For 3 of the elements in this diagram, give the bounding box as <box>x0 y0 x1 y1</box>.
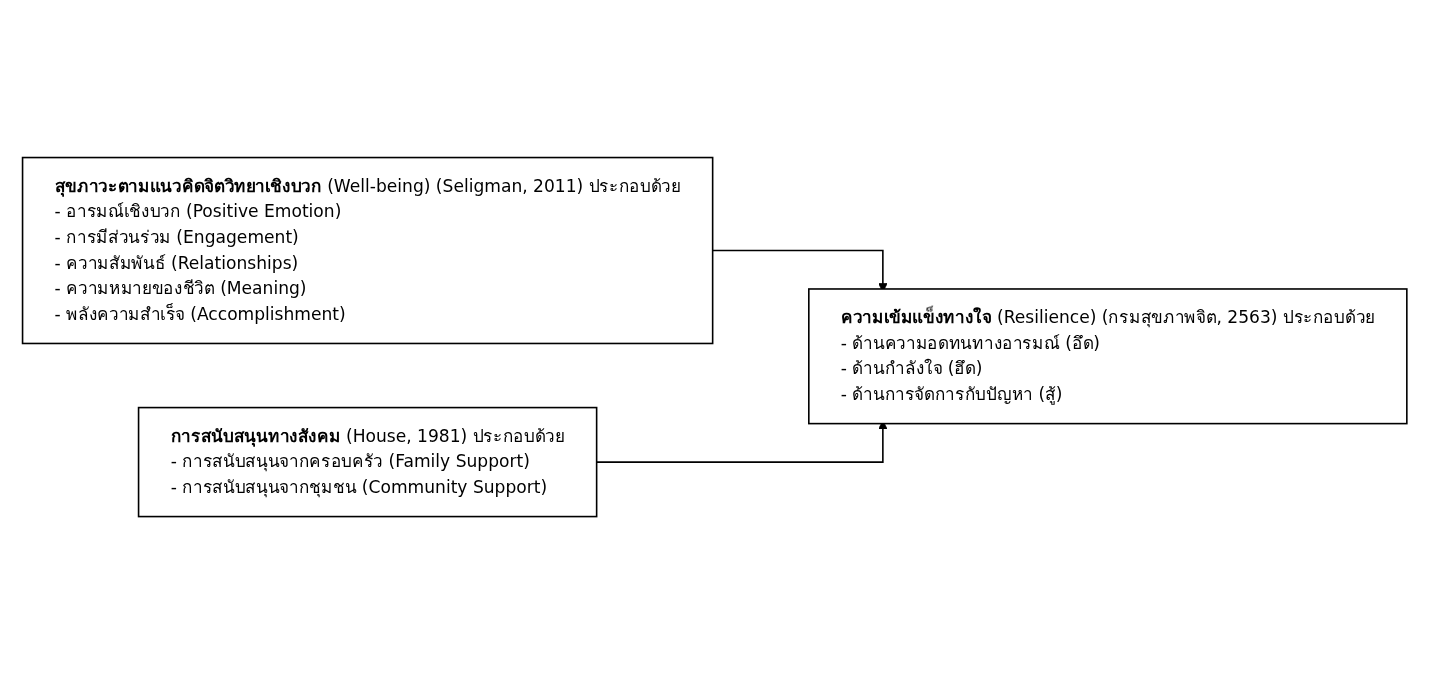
node-box: การสนับสนุนทางสังคม (House, 1981) ประกอบด้วย - การสนับสนุนจากครอบครัว (Family Support) - การสนับสนุนจากชุมชน (Community Support) <box>138 407 598 518</box>
node-box: สุขภาวะตามแนวคิดจิตวิทยาเชิงบวก (Well-being) (Seligman, 2011) ประกอบด้วย - อารมณ์เชิงบวก (Positive Emotion) - การมีส่วนร่วม (Engagement) - ความสัมพันธ์ (Relationships) - ความหมายของชีวิต (Meaning) - พลังความสำเร็จ (Accomplishment) <box>22 157 714 345</box>
node-box: ความเข้มแข็งทางใจ (Resilience) (กรมสุขภาพจิต, 2563) ประกอบด้วย - ด้านความอดทนทางอารมณ์ (อึด) - ด้านกำลังใจ (ฮึด) - ด้านการจัดการกับปัญหา (สู้) <box>808 288 1408 425</box>
